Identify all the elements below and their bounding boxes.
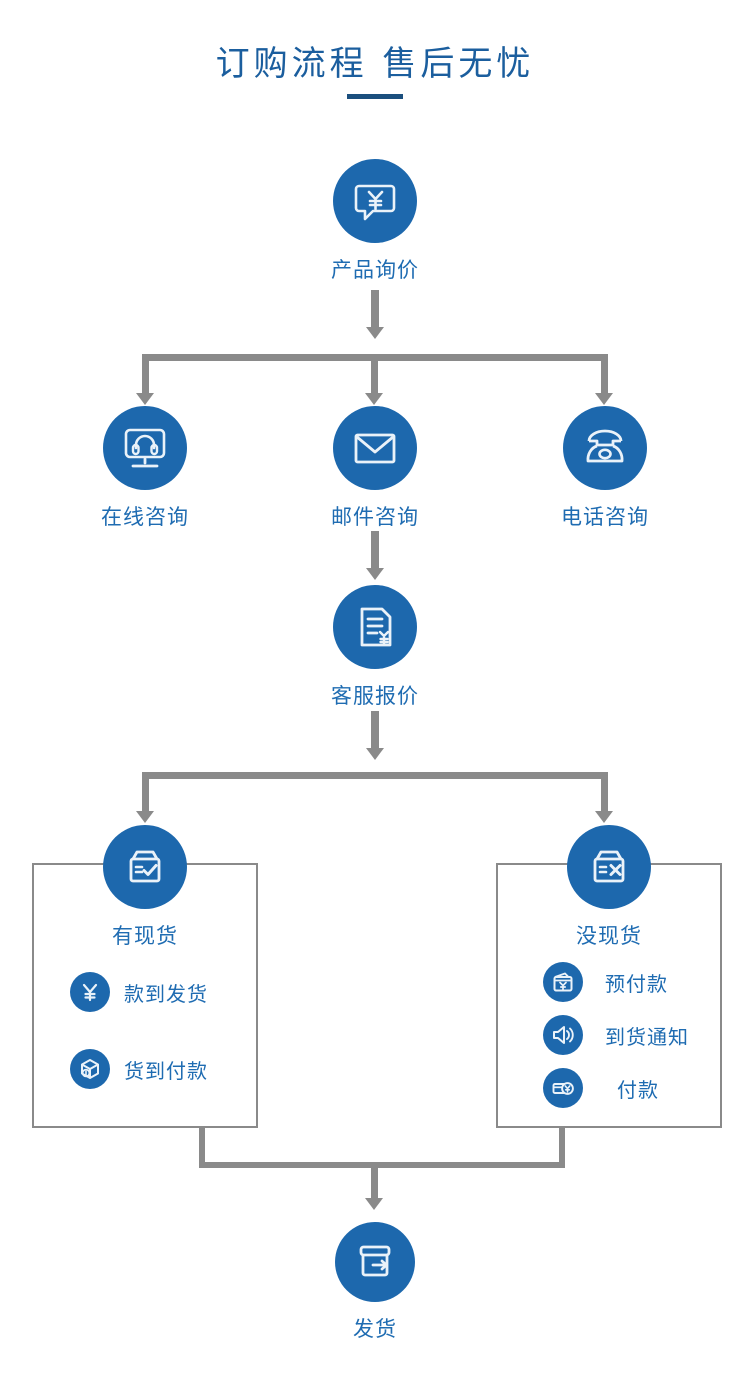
connector-arrow	[136, 811, 154, 823]
package-icon	[70, 1049, 110, 1089]
document-yen-icon	[333, 585, 417, 669]
connector-line	[559, 1126, 565, 1168]
page-title: 订购流程 售后无忧	[215, 44, 535, 84]
option-label: 预付款	[605, 971, 668, 996]
monitor-headset-icon	[103, 406, 187, 490]
node-label: 没现货	[576, 924, 642, 948]
connector-line	[142, 772, 149, 814]
connector-arrow	[366, 568, 384, 580]
envelope-icon	[333, 406, 417, 490]
option-row-cash-on-delivery[interactable]: 货到付款	[70, 1049, 208, 1089]
connector-arrow	[365, 393, 383, 405]
connector-line	[199, 1126, 205, 1168]
connector-arrow	[136, 393, 154, 405]
option-label: 款到发货	[124, 981, 208, 1006]
node-label: 电话咨询	[561, 505, 649, 529]
node-label: 在线咨询	[101, 505, 189, 529]
option-label: 货到付款	[124, 1058, 208, 1083]
wallet-yen-icon	[543, 962, 583, 1002]
option-label: 到货通知	[605, 1024, 689, 1049]
connector-line	[371, 290, 379, 329]
connector-line	[601, 354, 608, 396]
option-row-prepayment[interactable]: 预付款	[543, 962, 668, 1002]
node-label: 客服报价	[331, 684, 419, 708]
node-shipment[interactable]: 发货	[295, 1222, 455, 1343]
connector-line	[601, 772, 608, 814]
connector-arrow	[595, 811, 613, 823]
branch-bar-stock	[142, 772, 608, 779]
node-service-quote[interactable]: 客服报价	[295, 585, 455, 710]
connector-line	[371, 531, 379, 571]
connector-arrow	[365, 1198, 383, 1210]
node-phone-consult[interactable]: 电话咨询	[525, 406, 685, 531]
yen-icon	[70, 972, 110, 1012]
node-product-inquiry[interactable]: 产品询价	[295, 159, 455, 284]
speaker-icon	[543, 1015, 583, 1055]
node-email-consult[interactable]: 邮件咨询	[295, 406, 455, 531]
node-label: 邮件咨询	[331, 505, 419, 529]
chat-bubble-yen-icon	[333, 159, 417, 243]
connector-arrow	[366, 748, 384, 760]
option-row-payment[interactable]: 付款	[543, 1068, 659, 1108]
node-in-stock[interactable]: 有现货	[65, 825, 225, 950]
telephone-icon	[563, 406, 647, 490]
connector-line	[142, 354, 149, 396]
connector-line	[371, 711, 379, 750]
connector-line	[371, 354, 378, 396]
connector-arrow	[595, 393, 613, 405]
page-title-block: 订购流程 售后无忧	[0, 36, 750, 99]
box-arrow-out-icon	[335, 1222, 415, 1302]
node-online-consult[interactable]: 在线咨询	[65, 406, 225, 531]
merge-bar	[199, 1162, 565, 1168]
connector-arrow	[366, 327, 384, 339]
card-yen-icon	[543, 1068, 583, 1108]
option-label: 付款	[617, 1077, 659, 1102]
option-row-payment-first[interactable]: 款到发货	[70, 972, 208, 1012]
box-check-icon	[103, 825, 187, 909]
box-cross-icon	[567, 825, 651, 909]
connector-line	[371, 1162, 378, 1200]
node-label: 有现货	[112, 924, 178, 948]
node-label: 产品询价	[331, 258, 419, 282]
node-label: 发货	[353, 1317, 397, 1341]
node-out-of-stock[interactable]: 没现货	[529, 825, 689, 950]
title-underline	[347, 94, 403, 99]
option-row-arrival-notice[interactable]: 到货通知	[543, 1015, 689, 1055]
